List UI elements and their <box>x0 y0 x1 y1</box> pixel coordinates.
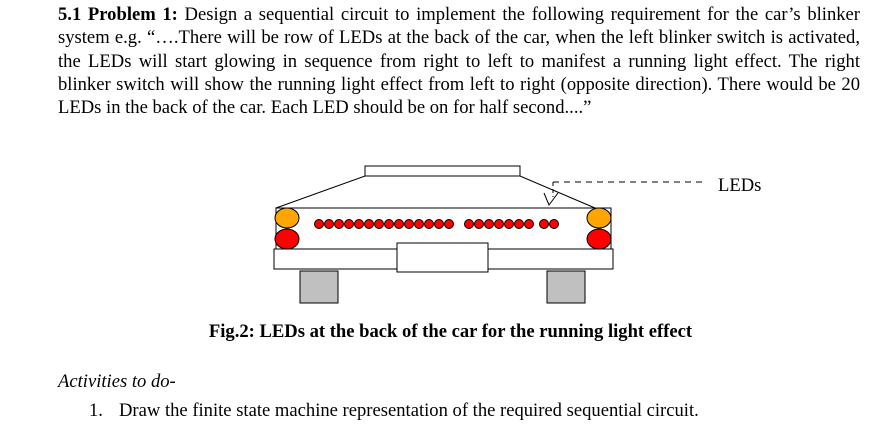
led <box>314 219 324 229</box>
led <box>444 219 454 229</box>
problem-paragraph: 5.1 Problem 1: Design a sequential circu… <box>58 3 860 119</box>
led <box>474 219 484 229</box>
problem-heading: 5.1 Problem 1: <box>58 4 178 25</box>
activities-heading: Activities to do- <box>58 371 176 392</box>
led <box>434 219 444 229</box>
license-plate <box>396 242 489 273</box>
car-rear-figure: LEDs <box>273 165 761 304</box>
led <box>494 219 504 229</box>
right-amber-lamp <box>586 207 612 229</box>
led <box>374 219 384 229</box>
led-row <box>314 219 559 229</box>
led <box>354 219 364 229</box>
led <box>324 219 334 229</box>
led <box>424 219 434 229</box>
problem-text: Design a sequential circuit to implement… <box>58 4 861 119</box>
rear-window <box>275 175 596 209</box>
led <box>514 219 524 229</box>
led <box>334 219 344 229</box>
left-red-lamp <box>274 228 300 250</box>
activity-text: Draw the finite state machine representa… <box>119 400 699 421</box>
left-tyre <box>299 270 339 304</box>
activity-item: 1. Draw the finite state machine represen… <box>89 400 699 422</box>
led <box>524 219 534 229</box>
activity-number: 1. <box>89 400 103 421</box>
leds-pointer-arrow <box>543 192 559 206</box>
car-rear-outline <box>273 165 705 304</box>
led <box>344 219 354 229</box>
led <box>364 219 374 229</box>
right-tyre <box>546 270 586 304</box>
left-amber-lamp <box>274 207 300 229</box>
led <box>549 219 559 229</box>
figure-caption: Fig.2: LEDs at the back of the car for t… <box>0 321 879 343</box>
led <box>384 219 394 229</box>
car-roof <box>364 165 521 177</box>
led <box>404 219 414 229</box>
led <box>539 219 549 229</box>
led <box>464 219 474 229</box>
leds-label: LEDs <box>718 175 761 196</box>
led <box>394 219 404 229</box>
led <box>484 219 494 229</box>
right-red-lamp <box>586 228 612 250</box>
led <box>504 219 514 229</box>
caption-text: Fig.2: LEDs at the back of the car for t… <box>208 321 693 342</box>
led <box>414 219 424 229</box>
